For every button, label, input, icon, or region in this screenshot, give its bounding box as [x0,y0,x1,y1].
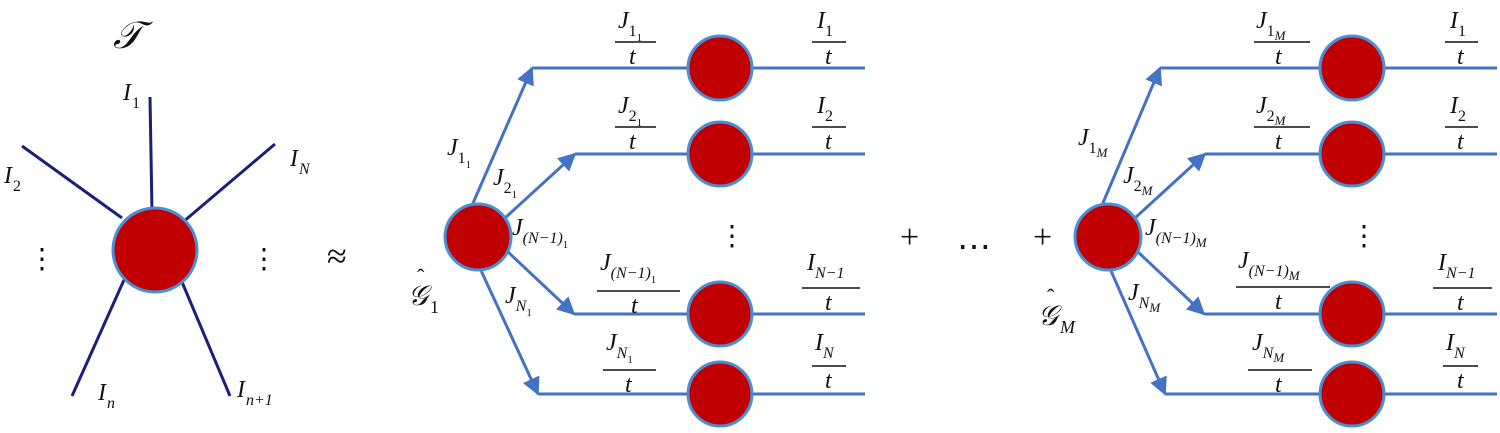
tensor-leg-top [148,96,154,213]
fraction-num-1: J11 [618,8,642,44]
fraction-num-3: J(N−1)1 [600,250,656,286]
branchM-label-4: JNM [1128,280,1161,315]
branch-arrow-1 [468,66,534,211]
fractionM-num-2: J2M [1256,93,1287,128]
branchM-arrow-2 [1133,152,1207,220]
fractionM-den-3: t [1275,289,1283,315]
outputM-den-3: t [1457,290,1465,316]
factorM-node-3 [1318,280,1386,348]
branchM-label-3: J(N−1)M [1145,215,1208,250]
fraction-den-1: t [629,44,637,70]
outputM-num-4: IN [1445,330,1466,362]
leg-label-upper-left: I2 [3,163,21,195]
fraction-den-3: t [631,293,639,319]
outputM-den-4: t [1457,368,1465,394]
tensor-leg-upper-left [21,144,123,220]
output-den-3: t [825,290,833,316]
fractionM-num-3: J(N−1)M [1238,248,1301,283]
output-num-4: IN [814,330,835,362]
factor-node-4 [686,360,754,428]
approx-symbol: ≈ [327,236,347,276]
fractionM-den-4: t [1275,372,1283,398]
tensor-node [111,206,199,294]
leg-label-lower-right: In+1 [236,377,273,409]
output-num-3: IN−1 [806,250,844,282]
leg-label-top: I1 [122,80,140,112]
fraction-den-4: t [625,372,633,398]
output-num-1: I1 [816,8,833,40]
tensor-leg-upper-right [182,142,276,224]
branch-arrow-2 [503,152,577,220]
outputM-num-2: I2 [1449,93,1466,125]
tensor-leg-lower-left [70,279,126,397]
branchM-arrow-1 [1098,66,1162,211]
factorM-node-1 [1318,34,1386,102]
output-den-2: t [825,129,833,155]
factor-node-2 [686,120,754,188]
core-node-M [1073,202,1143,272]
tensor-dots-right: ⋮ [250,244,278,275]
output-den-1: t [825,44,833,70]
fractionM-den-2: t [1275,129,1283,155]
group1-dots: ⋮ [718,221,746,252]
output-num-2: I2 [816,93,833,125]
core-node-1 [443,202,513,272]
tensor-leg-lower-right [180,281,232,397]
plus-symbol-1: + [900,219,919,256]
outputM-den-1: t [1457,44,1465,70]
branch-label-2: J21 [493,165,517,201]
fraction-num-4: JN1 [606,330,633,366]
outputM-num-3: IN−1 [1437,250,1475,282]
branchM-label-2: J2M [1123,163,1154,198]
tensor-T: 𝒯 I1 I2 IN In In+1 ⋮ ⋮ [3,15,311,412]
outputM-num-1: I1 [1449,8,1466,40]
fraction-den-2: t [629,129,637,155]
branch-label-4: JN1 [505,283,532,319]
tensor-symbol: 𝒯 [113,15,153,57]
ellipsis-symbol: ⋯ [957,229,991,266]
fractionM-num-1: J1M [1256,8,1287,43]
factorM-node-4 [1318,360,1386,428]
factorM-node-2 [1318,120,1386,188]
core-hat-M: ˆ [1047,284,1055,309]
output-den-4: t [825,368,833,394]
tensor-dots-left: ⋮ [28,244,56,275]
groupM-dots: ⋮ [1350,221,1378,252]
fraction-num-2: J21 [618,93,642,129]
leg-label-upper-right: IN [289,146,311,178]
outputM-den-2: t [1457,129,1465,155]
factor-node-1 [686,34,754,102]
branch-arrow-3 [506,250,576,316]
fractionM-num-4: JNM [1252,330,1285,365]
core-hat-1: ˆ [417,264,425,289]
branch-label-1: J11 [447,135,471,171]
branchM-label-1: J1M [1078,125,1109,160]
branch-label-3: J(N−1)1 [512,215,568,251]
branchM-arrow-4 [1106,263,1167,396]
branchM-arrow-3 [1136,250,1206,316]
factor-node-3 [686,280,754,348]
branch-arrow-4 [476,263,540,396]
plus-symbol-2: + [1033,219,1052,256]
leg-label-lower-left: In [97,380,115,412]
fractionM-den-1: t [1275,44,1283,70]
